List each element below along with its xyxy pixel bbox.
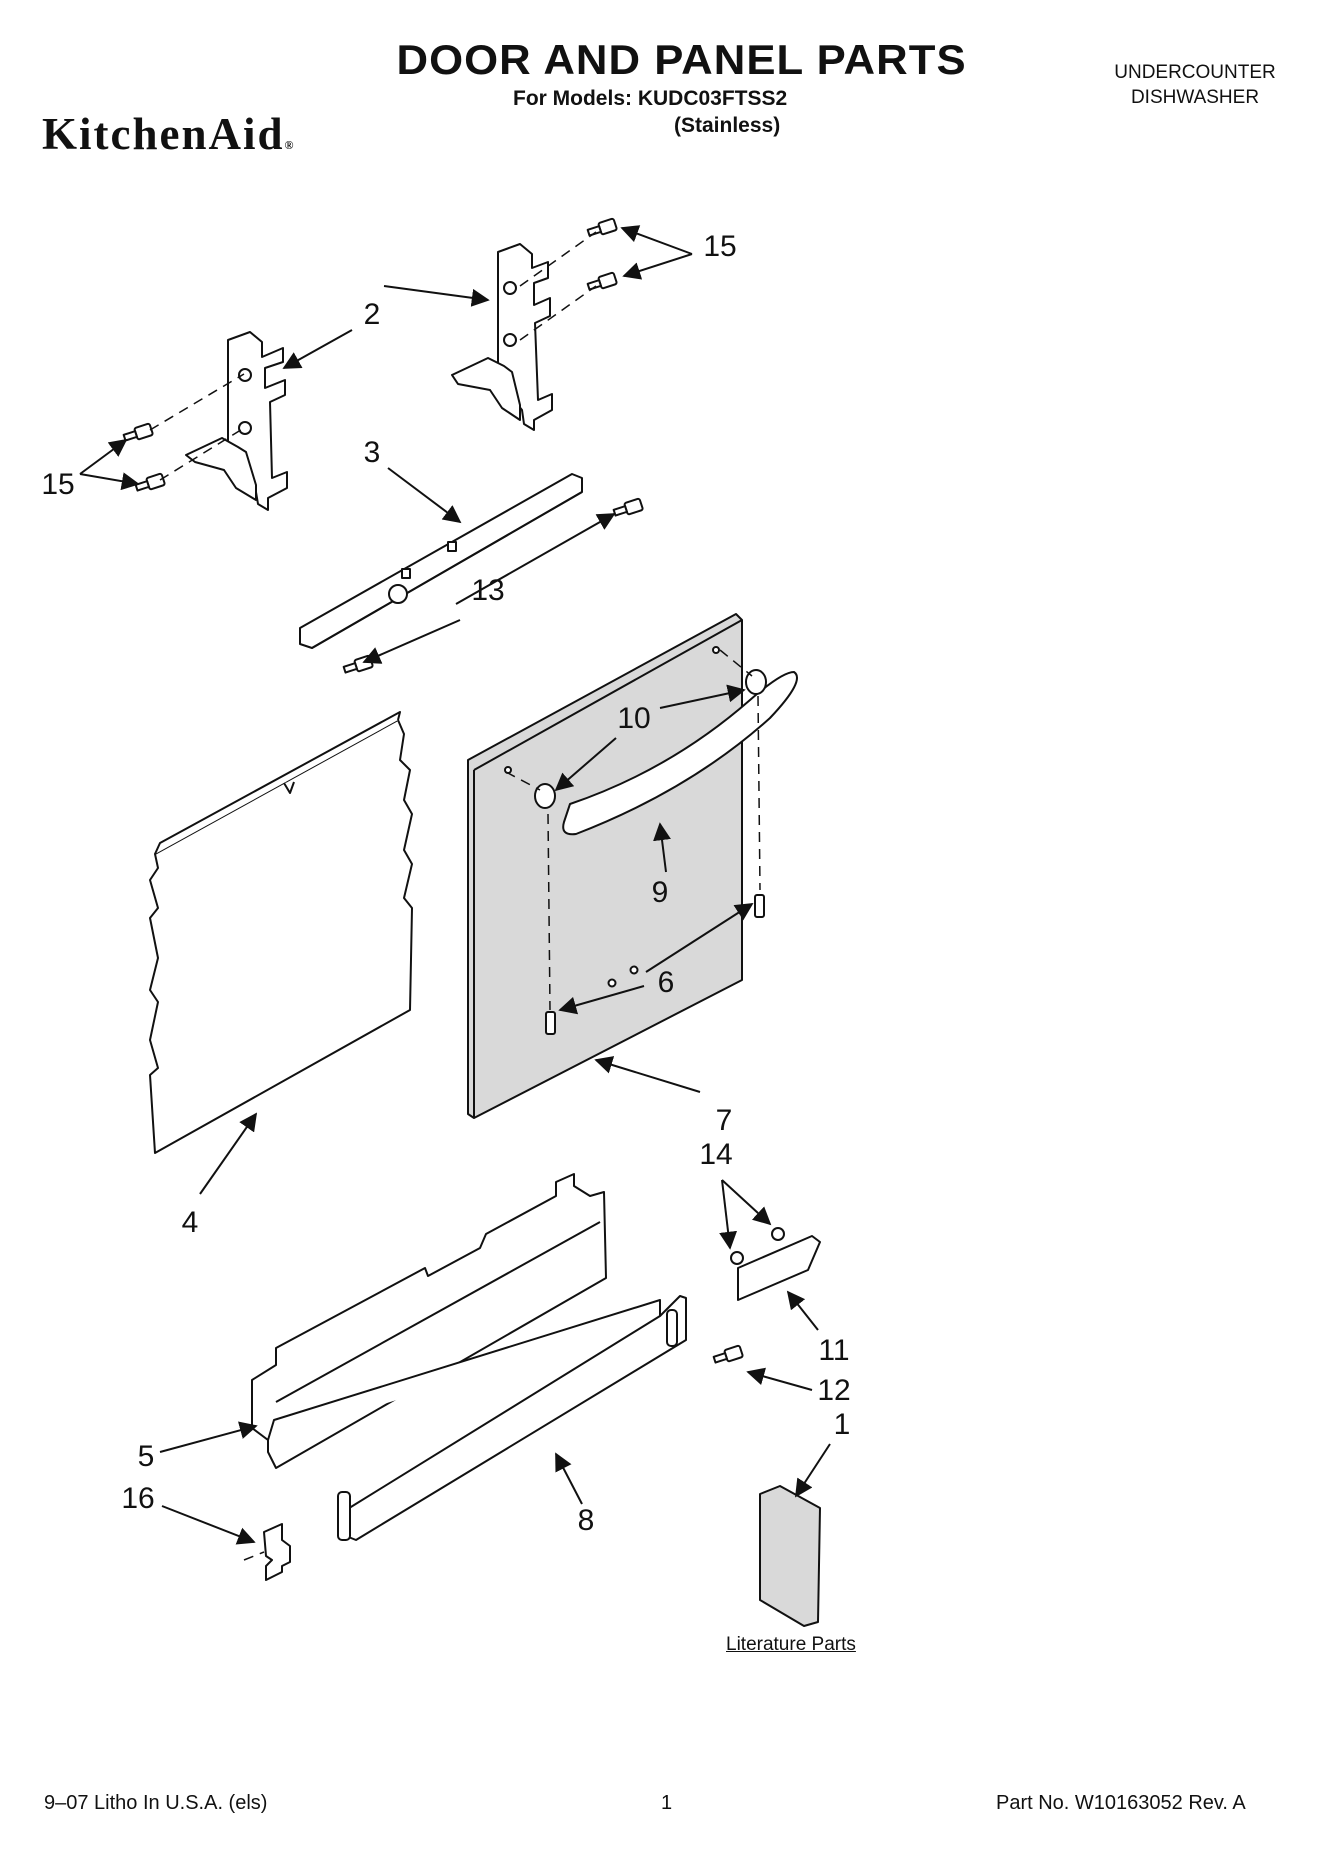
alignment-lines xyxy=(149,231,761,1561)
strike-bar xyxy=(299,473,583,649)
outer-door-panel xyxy=(467,613,743,1119)
callout-16: 16 xyxy=(121,1482,154,1515)
part-number: Part No. W10163052 Rev. A xyxy=(996,1792,1246,1814)
callout-3: 3 xyxy=(364,436,381,469)
callout-15-top: 15 xyxy=(703,230,736,263)
registered-mark: ® xyxy=(284,138,296,152)
bracket-nuts xyxy=(730,1227,785,1265)
callout-8: 8 xyxy=(578,1504,595,1537)
callout-13: 13 xyxy=(471,574,504,607)
door-screws xyxy=(545,894,765,1035)
inner-door-panel xyxy=(149,711,413,1154)
litho-note: 9–07 Litho In U.S.A. (els) xyxy=(44,1792,268,1814)
page-number: 1 xyxy=(661,1792,673,1814)
leader-arrows xyxy=(79,225,831,1545)
handle-bracket xyxy=(737,1235,821,1301)
callout-11: 11 xyxy=(818,1334,849,1367)
toe-panel xyxy=(337,1295,687,1541)
callout-labels: 1 2 3 4 5 6 7 8 9 10 11 12 13 14 15 15 1… xyxy=(41,230,850,1537)
callout-14: 14 xyxy=(699,1138,732,1171)
callout-12: 12 xyxy=(817,1374,850,1407)
callout-7: 7 xyxy=(716,1104,733,1137)
callout-6: 6 xyxy=(658,966,675,999)
hinge-bracket-right xyxy=(451,243,553,431)
callout-1: 1 xyxy=(834,1408,851,1441)
hinge-bracket-left xyxy=(185,331,288,511)
callout-9: 9 xyxy=(652,876,669,909)
brand-name: KitchenAid xyxy=(42,109,285,159)
callout-5: 5 xyxy=(138,1440,155,1473)
callout-4: 4 xyxy=(182,1206,199,1239)
model-variant: (Stainless) xyxy=(674,114,781,137)
brand-logo: KitchenAid® xyxy=(42,108,296,160)
callout-10: 10 xyxy=(617,702,650,735)
callout-2: 2 xyxy=(364,298,381,331)
mounting-screws xyxy=(122,217,744,1364)
page-title: DOOR AND PANEL PARTS xyxy=(396,36,967,83)
appliance-type-line1: UNDERCOUNTER xyxy=(1114,62,1276,83)
callout-15-left: 15 xyxy=(41,468,74,501)
models-line: For Models: KUDC03FTSS2 xyxy=(513,87,788,110)
door-handle xyxy=(562,671,798,836)
toe-panel-bracket xyxy=(251,1173,661,1469)
literature-pack xyxy=(759,1485,821,1627)
literature-parts-label: Literature Parts xyxy=(726,1634,856,1655)
toe-panel-clip xyxy=(263,1523,291,1581)
appliance-type-line2: DISHWASHER xyxy=(1130,87,1260,108)
